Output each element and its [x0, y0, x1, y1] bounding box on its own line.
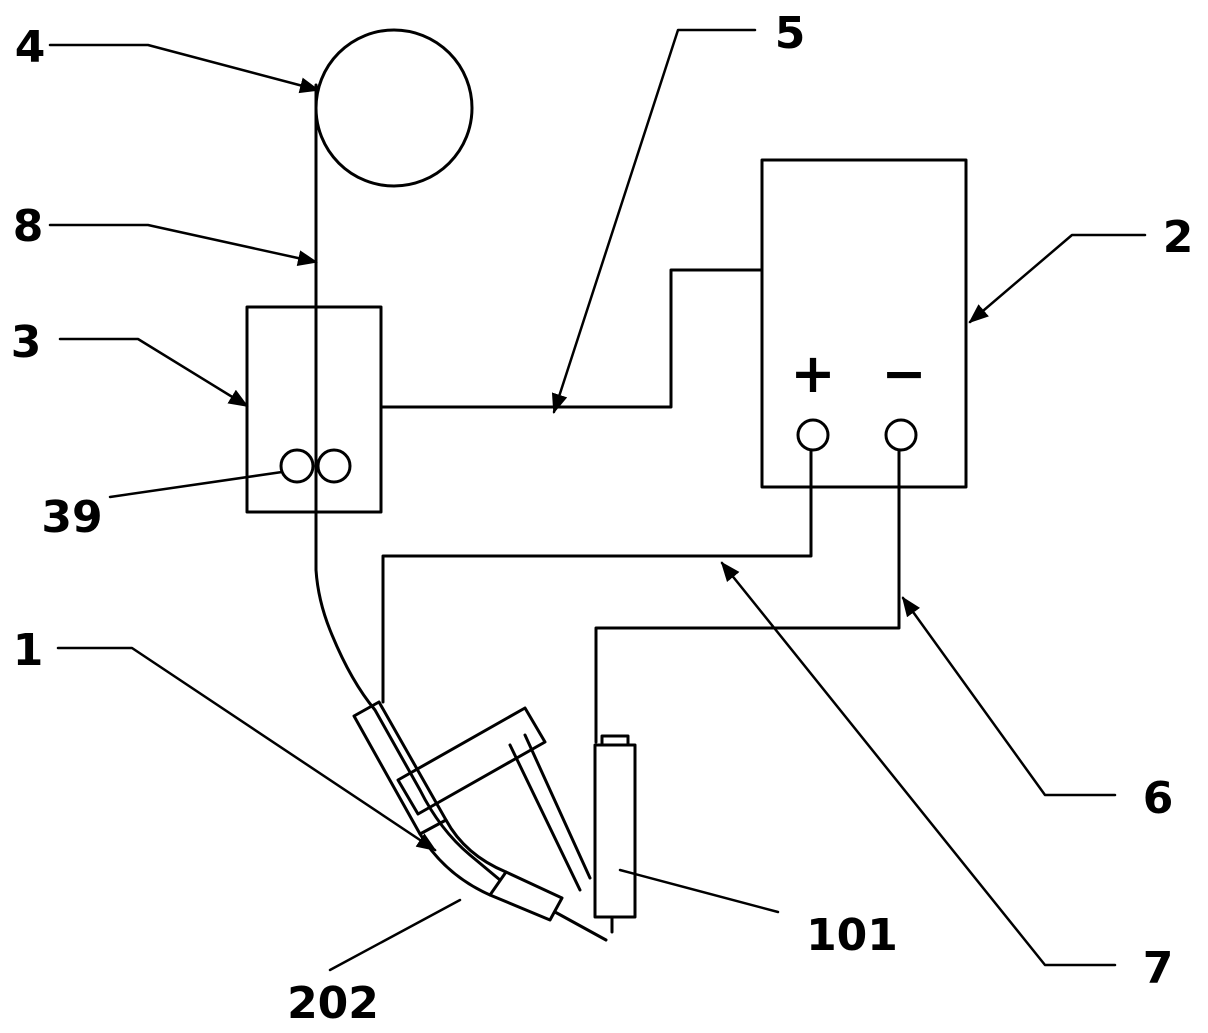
label-wire: 8	[13, 201, 44, 252]
leader-7	[722, 563, 1115, 965]
leader-8	[50, 225, 316, 262]
label-wire-feeder: 3	[11, 317, 42, 368]
label-nozzle: 202	[287, 978, 379, 1029]
leader-1	[58, 648, 435, 850]
torch-nozzle	[420, 820, 506, 895]
feed-roller-left	[281, 450, 313, 482]
label-positive-cable: 7	[1143, 943, 1174, 994]
wire-feeder-box	[247, 307, 381, 512]
label-feed-rollers: 39	[41, 492, 102, 543]
label-power-source: 2	[1163, 212, 1194, 263]
label-electrode-holder: 101	[806, 910, 898, 961]
leader-4	[50, 45, 318, 90]
positive-terminal	[798, 420, 828, 450]
leader-3	[60, 339, 247, 406]
label-negative-cable: 6	[1143, 773, 1174, 824]
leader-2	[970, 235, 1145, 322]
leader-101	[620, 870, 778, 912]
feed-roller-right	[318, 450, 350, 482]
electrode-holder-body	[595, 745, 635, 917]
leader-39	[110, 472, 282, 497]
wire-spool	[316, 30, 472, 186]
control-cable	[381, 270, 762, 407]
negative-terminal-symbol: −	[881, 342, 926, 405]
leader-202	[330, 900, 460, 970]
torch-bracket	[398, 708, 545, 814]
electrode-holder-cap	[602, 736, 628, 745]
positive-terminal-symbol: +	[790, 342, 835, 405]
label-control-cable: 5	[775, 8, 806, 59]
power-source-box	[762, 160, 966, 487]
label-wire-spool: 4	[15, 22, 46, 73]
leader-5	[554, 30, 755, 412]
filler-wire	[316, 85, 500, 880]
leader-6	[903, 598, 1115, 795]
label-torch: 1	[13, 625, 44, 676]
torch-bracket-arm-inner	[510, 745, 580, 890]
torch-bracket-arm	[525, 735, 590, 878]
negative-terminal	[886, 420, 916, 450]
